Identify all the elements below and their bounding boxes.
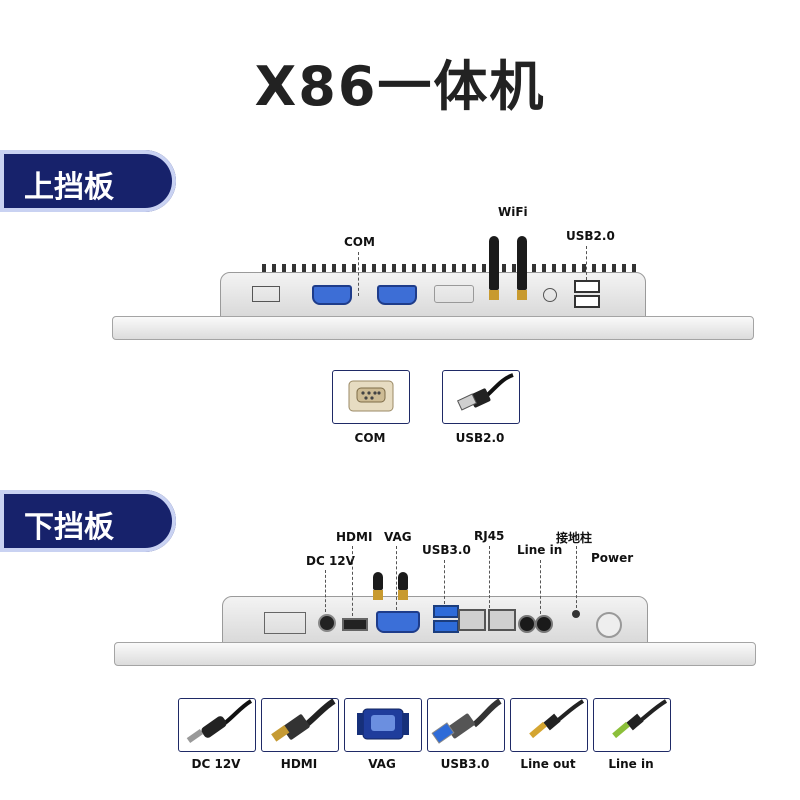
callout-power: Power <box>591 551 634 565</box>
legend-dc-box <box>178 698 256 752</box>
line-in-jack <box>535 615 553 633</box>
serial-connector-icon <box>348 380 394 412</box>
wifi-antenna-left <box>489 236 499 300</box>
ground-post <box>572 610 580 618</box>
page-title: X86一体机 <box>254 55 546 118</box>
callout-usb3-line <box>444 560 445 604</box>
callout-dc12v: DC 12V <box>306 554 355 568</box>
bezel-rail-bottom <box>114 642 756 666</box>
legend-com-box <box>332 370 410 424</box>
top-panel-badge: 上挡板 <box>0 150 176 212</box>
legend-lineout-label: Line out <box>520 757 576 771</box>
blank-plate <box>264 612 306 634</box>
usb3-plug-icon <box>431 698 502 744</box>
callout-com-line <box>358 252 359 296</box>
legend-usb3-box <box>427 698 505 752</box>
wifi-antenna-right <box>517 236 527 300</box>
audio-plug-icon <box>612 699 668 739</box>
legend-vga-box <box>344 698 422 752</box>
legend-lineout-box <box>510 698 588 752</box>
callout-rj45: RJ45 <box>474 529 505 543</box>
usb3-port-bottom <box>433 620 459 633</box>
line-out-jack <box>518 615 536 633</box>
legend-hdmi-label: HDMI <box>280 757 318 771</box>
callout-rj45-line <box>489 546 490 608</box>
com1-port <box>312 285 352 305</box>
rj45-port-1 <box>458 609 486 631</box>
usb3-port-top <box>433 605 459 618</box>
callout-com: COM <box>344 235 375 249</box>
dc-plug-icon <box>186 699 253 744</box>
vent-fins <box>262 264 642 274</box>
hdmi-cable-icon <box>271 698 336 742</box>
rj45-port-2 <box>488 609 516 631</box>
callout-line-in-line <box>540 560 541 614</box>
callout-hdmi: HDMI <box>336 530 373 544</box>
callout-ground: 接地柱 <box>556 531 593 545</box>
power-button[interactable] <box>596 612 622 638</box>
callout-ground-line <box>576 546 577 608</box>
callout-usb2: USB2.0 <box>566 229 615 243</box>
legend-vga-label: VAG <box>368 757 396 771</box>
vga-cable-icon <box>357 708 409 740</box>
legend-usb3-label: USB3.0 <box>440 757 490 771</box>
blank-db-slot <box>434 285 474 303</box>
legend-usb2-box <box>442 370 520 424</box>
legend-hdmi-box <box>261 698 339 752</box>
callout-hdmi-line <box>352 546 353 616</box>
bottom-panel-heading: 下挡板 <box>24 510 114 545</box>
legend-dc-label: DC 12V <box>191 757 241 771</box>
legend-com-label: COM <box>354 431 386 445</box>
audio-plug-icon <box>529 699 585 739</box>
dc-jack <box>318 614 336 632</box>
callout-line-in: Line in <box>517 543 563 557</box>
top-panel-heading: 上挡板 <box>24 170 114 205</box>
com2-port <box>377 285 417 305</box>
antenna-stub-right <box>398 572 408 600</box>
usb2-port-top <box>574 280 600 293</box>
usb-plug-icon <box>456 373 514 411</box>
callout-wifi: WiFi <box>498 205 528 219</box>
blank-port <box>252 286 280 302</box>
callout-dc12v-line <box>325 570 326 612</box>
vga-port <box>376 611 420 633</box>
callout-usb2-line <box>586 246 587 280</box>
usb2-port-bottom <box>574 295 600 308</box>
bottom-panel-badge: 下挡板 <box>0 490 176 552</box>
led-hole <box>543 288 557 302</box>
callout-vag-line <box>396 546 397 610</box>
bezel-rail <box>112 316 754 340</box>
callout-usb3: USB3.0 <box>422 543 471 557</box>
legend-linein-label: Line in <box>608 757 654 771</box>
callout-vag: VAG <box>384 530 412 544</box>
legend-usb2-label: USB2.0 <box>455 431 505 445</box>
legend-linein-box <box>593 698 671 752</box>
antenna-stub-left <box>373 572 383 600</box>
hdmi-port <box>342 618 368 631</box>
